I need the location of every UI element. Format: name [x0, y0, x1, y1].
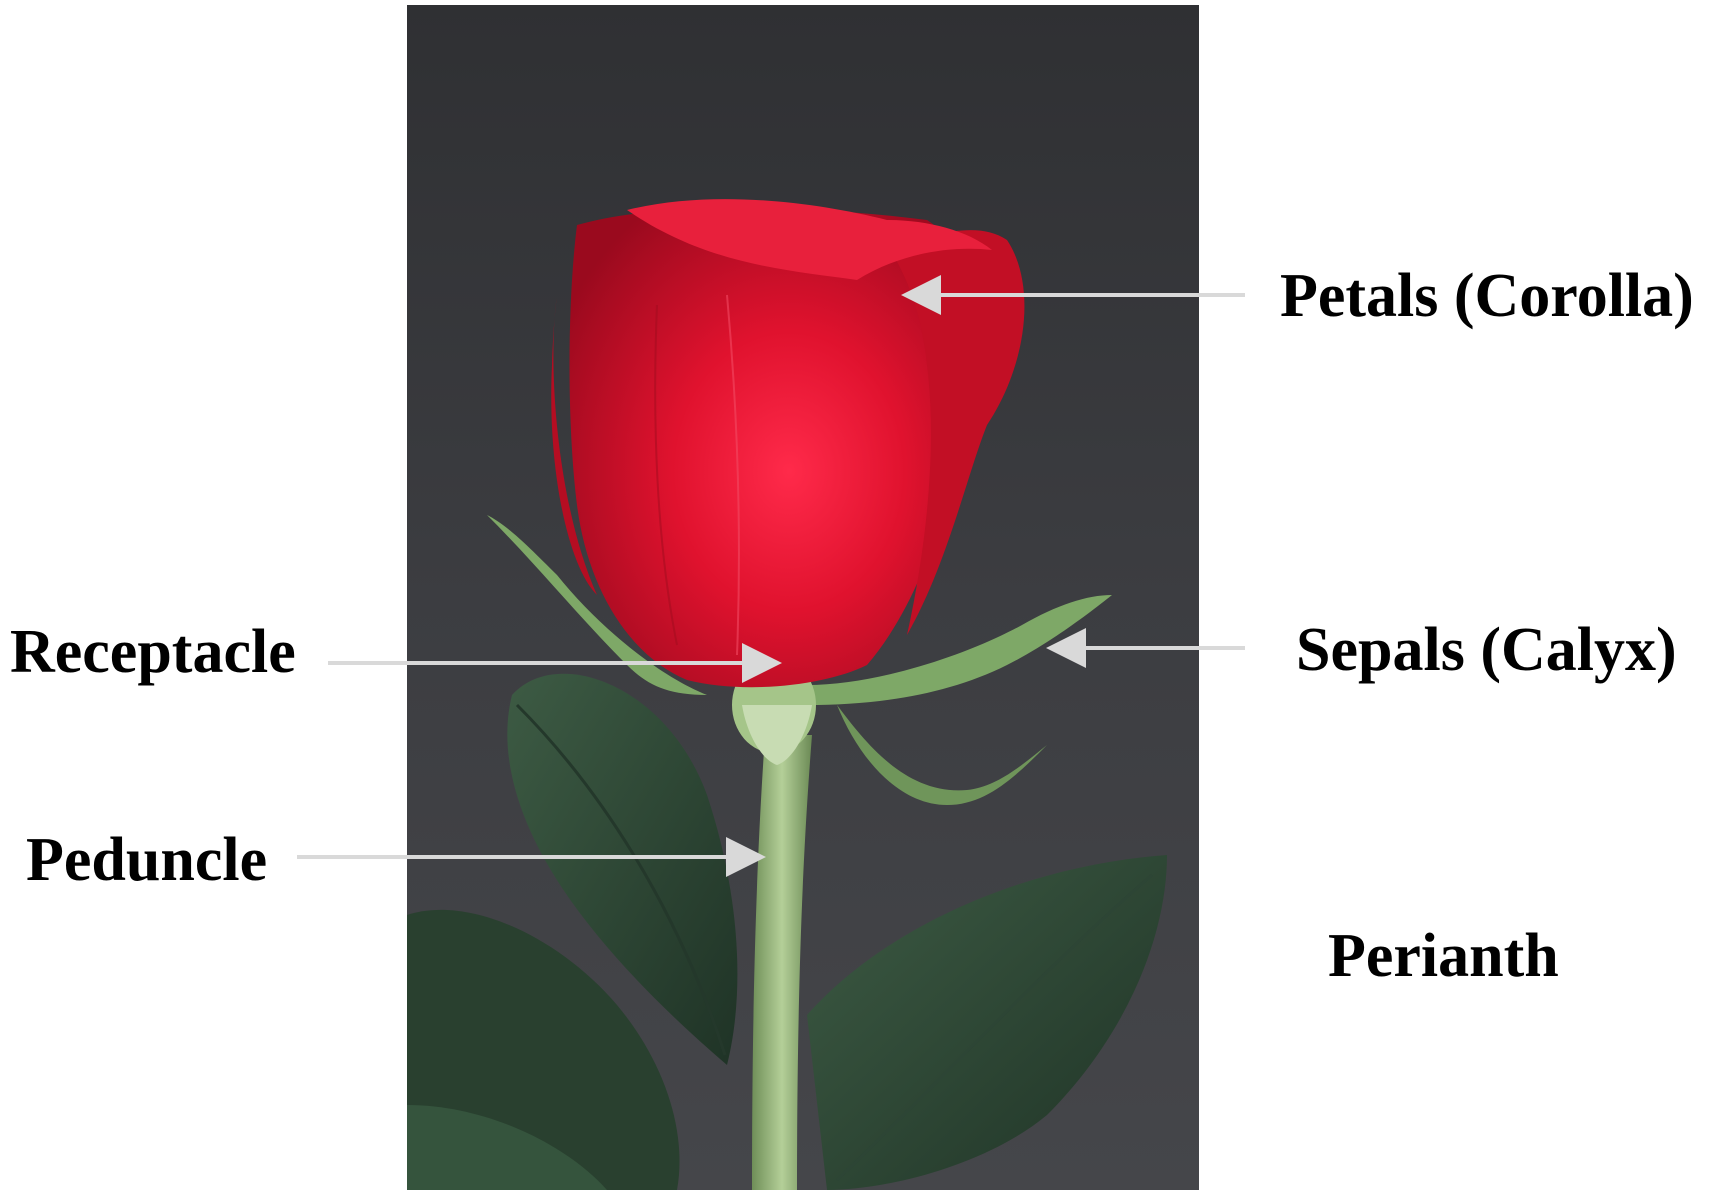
label-peduncle: Peduncle: [26, 829, 267, 891]
label-perianth: Perianth: [1328, 925, 1559, 987]
label-sepals: Sepals (Calyx): [1296, 619, 1677, 681]
label-petals: Petals (Corolla): [1280, 265, 1694, 327]
label-receptacle: Receptacle: [10, 621, 296, 683]
